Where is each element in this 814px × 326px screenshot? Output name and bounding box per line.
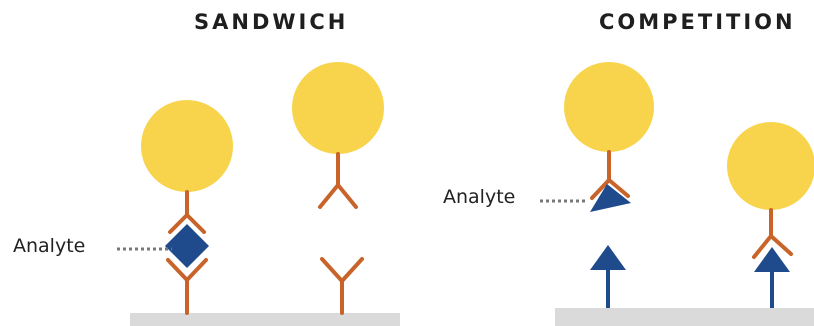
- capture-antibody-1: [166, 258, 208, 315]
- sandwich-bound-complex: [117, 100, 233, 315]
- competition-antibody-2: [752, 208, 793, 259]
- sandwich-title: SANDWICH: [194, 10, 349, 34]
- detection-antibody-2: [318, 152, 358, 209]
- competition-bound-complex: [727, 122, 814, 308]
- sandwich-unbound-complex: [292, 62, 384, 315]
- sandwich-surface: [130, 313, 400, 326]
- capture-antibody-2: [320, 257, 364, 315]
- competition-antibody-1: [590, 150, 630, 200]
- competition-analyte-label: Analyte: [443, 186, 516, 208]
- sandwich-particle-2: [292, 62, 384, 154]
- detection-antibody-1: [168, 190, 206, 234]
- competition-particle-2: [727, 122, 814, 210]
- sandwich-analyte-label: Analyte: [13, 235, 86, 257]
- competition-title: COMPETITION: [599, 10, 796, 34]
- competition-particle-1: [564, 62, 654, 152]
- sandwich-panel: [117, 62, 400, 326]
- competition-surface: [555, 308, 814, 326]
- sandwich-analyte: [165, 224, 209, 268]
- competition-analyte-free: [590, 184, 631, 212]
- sandwich-particle-1: [141, 100, 233, 192]
- competition-panel: [540, 62, 814, 326]
- immobilized-analyte-2: [754, 247, 790, 308]
- competition-free-analyte-complex: [540, 62, 654, 308]
- immobilized-analyte-1: [590, 245, 626, 308]
